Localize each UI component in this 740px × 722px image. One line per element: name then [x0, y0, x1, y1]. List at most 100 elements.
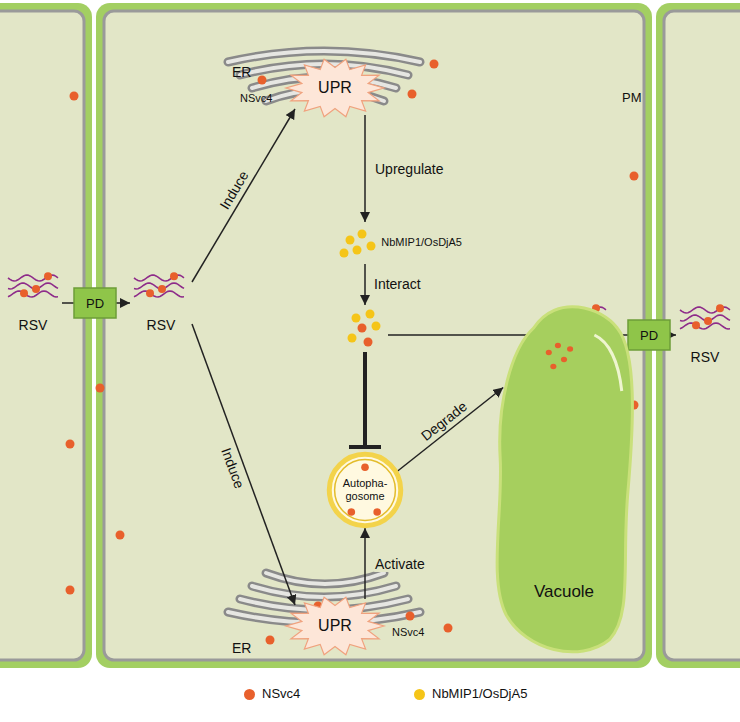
drawing-circle [348, 508, 356, 516]
drawing-circle [66, 586, 75, 595]
drawing-circle [340, 249, 349, 258]
drawing-circle [258, 76, 267, 85]
drawing-circle [66, 440, 75, 449]
drawing-ellipse [567, 346, 573, 352]
drawing-polygon [286, 597, 384, 654]
arrow-connector [398, 388, 504, 472]
drawing-circle [408, 90, 417, 99]
nsvc4-dot [44, 272, 52, 280]
nsvc4-dot [716, 304, 724, 312]
drawing-circle [70, 92, 79, 101]
drawing-circle [361, 463, 369, 471]
drawing-circle [358, 324, 367, 333]
inhibit-bar [349, 445, 381, 449]
arrow-connector [62, 302, 74, 304]
drawing-ellipse [561, 357, 567, 363]
drawing-circle [96, 384, 105, 393]
legend-text: NSvc4 [262, 686, 300, 701]
arrow-connector [192, 324, 295, 605]
protein-complex [348, 310, 381, 347]
arrow-connector [116, 302, 130, 304]
drawing-circle [335, 460, 396, 521]
upr-burst: UPR [285, 58, 385, 118]
cell-membrane [104, 11, 644, 660]
upr-burst: UPR [285, 596, 385, 656]
drawing-ellipse [550, 364, 556, 370]
nsvc4-dot [692, 321, 700, 329]
drawing-circle [444, 624, 453, 633]
edge-label-box: Upregulate [373, 160, 446, 178]
nsvc4-dot [170, 272, 178, 280]
drawing-circle [353, 246, 362, 255]
upr-burst-text: UPR [318, 79, 352, 97]
protein-label: NbMIP1/OsDjA5 [340, 222, 462, 262]
edge-label: Upregulate [373, 161, 446, 177]
arrow-connector [670, 334, 676, 336]
interact-arrow [364, 264, 366, 305]
autophagosome: Autopha- gosome [327, 452, 403, 528]
arrow-connector [364, 528, 366, 599]
legend-swatch [414, 689, 425, 700]
drawing-rect [74, 288, 116, 318]
rna-strand [134, 291, 184, 297]
edge-label: Activate [373, 556, 427, 572]
plasmodesma: PD [628, 320, 670, 350]
rna-strand [680, 323, 730, 329]
drawing-circle [348, 334, 357, 343]
er-membranes [228, 51, 420, 623]
drawing-circle [116, 531, 125, 540]
nsvc4-dot [20, 289, 28, 297]
cell-membrane [664, 11, 740, 660]
rsv-cluster-text: RSV [691, 349, 720, 365]
rsv-particles [8, 272, 730, 329]
edge-label-box: Activate [373, 555, 427, 573]
plasmodesma: PD [74, 288, 116, 318]
drawing-ellipse [555, 343, 561, 349]
nsvc4-dot [704, 317, 712, 325]
cell-wall [96, 3, 652, 668]
drawing-polygon [286, 59, 384, 116]
nsvc4-dot [32, 285, 40, 293]
drawing-path [497, 307, 632, 652]
arrow-connector [364, 115, 366, 222]
autophagosome-text: Autopha- gosome [338, 477, 392, 502]
annotation-label: Interact [374, 276, 421, 292]
drawing-circle [329, 454, 400, 525]
drawing-rect [628, 320, 670, 350]
nsvc4-dot [158, 285, 166, 293]
spread-arrow [388, 334, 548, 336]
annotation-label: ER [232, 64, 251, 80]
protein-label-text: NbMIP1/OsDjA5 [381, 236, 462, 248]
drawing-circle [367, 242, 376, 251]
annotation-label: NSvc4 [392, 626, 424, 638]
rsv-cluster: RSV [130, 273, 192, 333]
drawing-circle [358, 230, 367, 239]
rna-strand [8, 291, 58, 297]
annotation-label: NSvc4 [240, 92, 272, 104]
drawing-circle [372, 322, 381, 331]
drawing-circle [352, 314, 361, 323]
drawing-ellipse [546, 350, 552, 356]
rsv-cluster-text: RSV [147, 317, 176, 333]
inhibit-line [363, 352, 367, 447]
upr-burst-text: UPR [318, 617, 352, 635]
annotation-label: ER [232, 640, 251, 656]
cell-membrane [0, 11, 84, 660]
nbmip1-dots [340, 230, 376, 258]
cell-wall [0, 3, 92, 668]
rsv-cluster: RSV [4, 273, 62, 333]
legend-text: NbMIP1/OsDjA5 [432, 686, 527, 701]
drawing-circle [266, 636, 275, 645]
vacuole-text: Vacuole [534, 582, 594, 602]
drawing-circle [346, 236, 355, 245]
drawing-circle [630, 172, 639, 181]
plasmodesma-text: PD [640, 328, 658, 343]
arrow-connector [192, 109, 295, 282]
drawing-circle [366, 310, 375, 319]
nsvc4-dot [146, 289, 154, 297]
vacuole: Vacuole [488, 300, 640, 650]
legend-swatch [244, 689, 255, 700]
drawing-circle [430, 60, 439, 69]
